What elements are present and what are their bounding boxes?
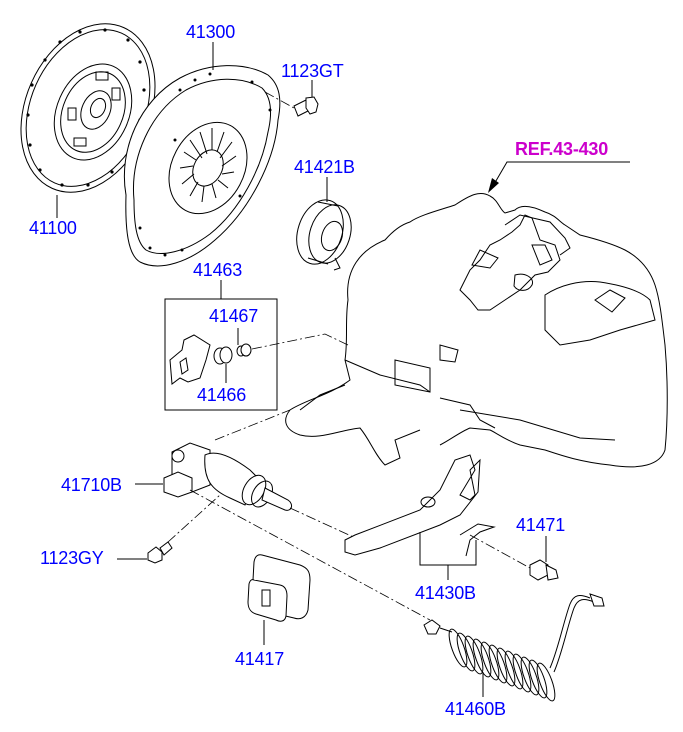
part-label-41710B[interactable]: 41710B (61, 475, 122, 495)
bleeder-dashed-guide (469, 534, 531, 569)
dust-boot-art (247, 554, 311, 622)
cylinder-dashed-guide-b (289, 507, 361, 541)
release-fork-art (344, 454, 496, 557)
leader-41430B (419, 532, 477, 580)
ref-leader-line (492, 161, 630, 187)
part-label-41460B[interactable]: 41460B (445, 699, 506, 719)
part-label-41471[interactable]: 41471 (516, 515, 566, 535)
reference-label-transaxle[interactable]: REF.43-430 (515, 139, 609, 159)
cylinder-bolt-art (147, 541, 173, 564)
release-bearing-art (296, 199, 352, 271)
clutch-disc-art (20, 23, 156, 193)
clutch-cover-art (123, 65, 281, 267)
bleeder-plug-art (529, 559, 559, 581)
transaxle-housing-art (285, 192, 668, 468)
cylinder-dashed-guide-c (214, 409, 291, 441)
part-label-41466[interactable]: 41466 (197, 385, 247, 405)
fitting-bracket-art (169, 334, 211, 385)
part-label-41100[interactable]: 41100 (29, 218, 77, 238)
part-label-1123GT[interactable]: 1123GT (281, 61, 344, 81)
bolt-gy-dashed-guide (167, 494, 221, 543)
part-label-1123GY[interactable]: 1123GY (40, 548, 104, 568)
part-label-41430B[interactable]: 41430B (415, 583, 476, 603)
part-label-41417[interactable]: 41417 (235, 649, 285, 669)
cover-bolt-art (293, 96, 319, 117)
release-cylinder-art (163, 442, 293, 511)
fitting-seal-art (236, 343, 252, 357)
part-label-41421B[interactable]: 41421B (294, 157, 355, 177)
bolt-dashed-guide (264, 91, 295, 109)
part-label-41467[interactable]: 41467 (209, 306, 259, 326)
kit-41463-box (164, 298, 278, 411)
fitting-cap-art (213, 346, 233, 365)
cylinder-dashed-guide-a (189, 489, 431, 621)
hose-pipe-art (423, 593, 605, 702)
ref-arrowhead (488, 178, 499, 193)
fitting-dashed-guide (251, 333, 349, 350)
part-label-41463[interactable]: 41463 (193, 260, 243, 280)
part-label-41300[interactable]: 41300 (186, 22, 236, 42)
